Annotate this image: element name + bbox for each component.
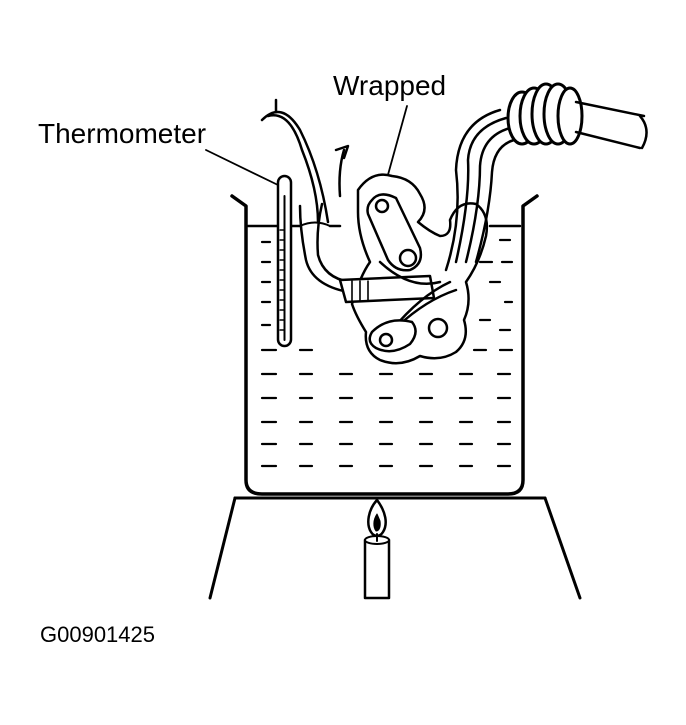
- thermometer: [278, 176, 291, 346]
- beaker: [232, 196, 537, 494]
- wire-harness-left: [262, 100, 350, 292]
- burner-flame-icon: [365, 500, 389, 598]
- leader-lines: [206, 106, 407, 185]
- figure-id: G00901425: [40, 622, 155, 647]
- thermometer-label: Thermometer: [38, 118, 207, 149]
- heater-stand: [210, 498, 580, 598]
- wire-harness-right: [446, 84, 647, 270]
- water: [248, 223, 520, 467]
- wrapped-label: Wrapped: [333, 70, 447, 101]
- sensor-assembly: [340, 175, 487, 364]
